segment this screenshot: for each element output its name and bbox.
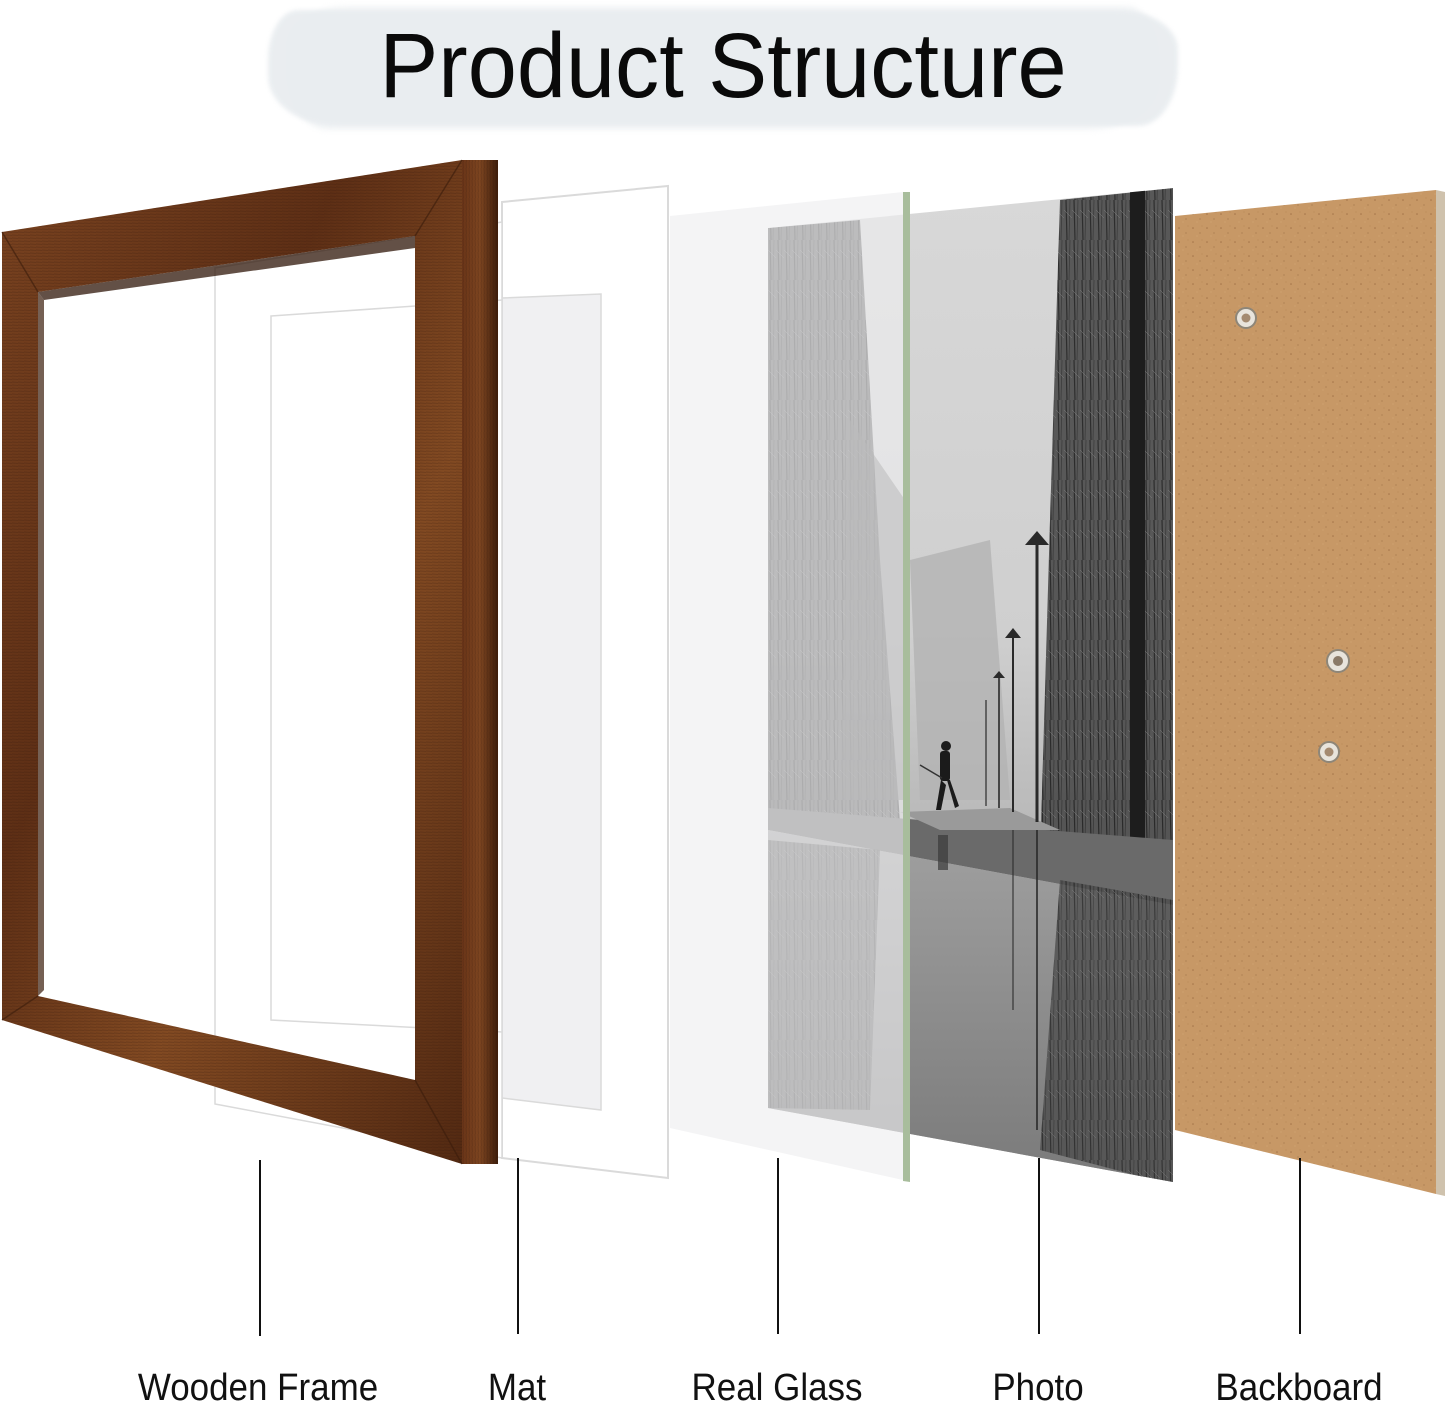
label-real-glass: Real Glass <box>691 1367 863 1409</box>
leader-line-real-glass <box>777 1158 779 1334</box>
title-banner: Product Structure <box>268 4 1178 132</box>
label-backboard: Backboard <box>1215 1367 1383 1409</box>
glass-edge <box>903 192 910 1182</box>
eyelet-icon <box>1318 741 1340 763</box>
backboard-panel <box>1175 190 1436 1194</box>
label-wooden-frame: Wooden Frame <box>137 1367 379 1409</box>
person-silhouette <box>919 741 959 870</box>
label-photo: Photo <box>992 1367 1084 1409</box>
page-title: Product Structure <box>379 15 1067 117</box>
backboard-edge <box>1436 190 1445 1196</box>
eyelet-icon <box>1326 649 1350 673</box>
leader-line-mat <box>517 1158 519 1334</box>
backboard-layer <box>1175 190 1445 1196</box>
wooden-frame-layer <box>1 159 498 1165</box>
leader-line-photo <box>1038 1158 1040 1334</box>
mat-layer <box>501 184 669 1180</box>
street-lamp <box>985 531 1049 1130</box>
eyelet-icon <box>1235 307 1257 329</box>
leader-line-backboard <box>1299 1158 1301 1334</box>
title-brush-stroke <box>268 10 1178 126</box>
leader-line-wooden-frame <box>259 1160 261 1336</box>
glass-layer <box>670 192 910 1182</box>
label-mat: Mat <box>487 1367 547 1409</box>
